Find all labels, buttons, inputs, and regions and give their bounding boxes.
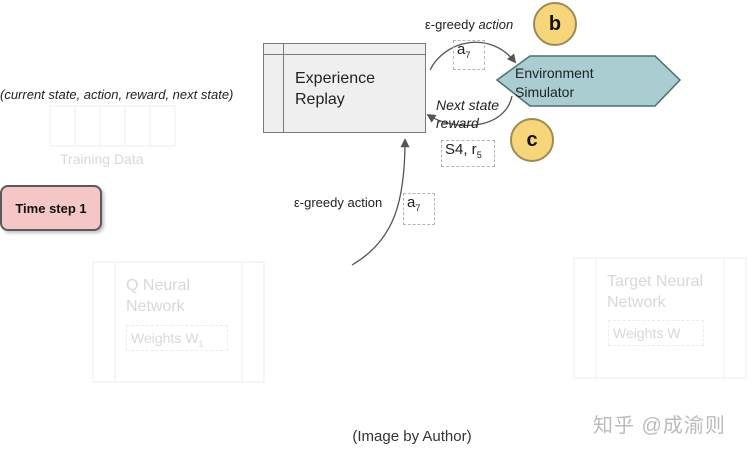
return-label-line2: reward	[436, 115, 479, 131]
badge-c: c	[510, 118, 554, 162]
bottom-arrow-label: ε-greedy action	[294, 195, 383, 210]
time-step-label: Time step 1	[0, 185, 102, 231]
target-network-line1: Target Neural	[607, 273, 704, 290]
image-caption: (Image by Author)	[352, 428, 472, 445]
q-network-line1: Q Neural	[126, 277, 191, 294]
bottom-action-value: a7	[403, 193, 435, 225]
environment-label-line1: Environment	[515, 65, 594, 81]
return-values: S4, r5	[441, 140, 495, 167]
watermark: 知乎 @成渝则	[593, 415, 726, 437]
top-action-symbol: a	[457, 41, 466, 58]
training-data-header: (current state, action, reward, next sta…	[0, 87, 234, 102]
top-action-value: a7	[453, 40, 485, 70]
return-arrow-label: Next state reward	[436, 96, 499, 132]
target-network-box	[573, 257, 747, 379]
replay-top-bar	[264, 44, 425, 55]
experience-replay-label: Experience Replay	[295, 68, 375, 110]
environment-label: Environment Simulator	[515, 64, 629, 102]
environment-shape	[495, 55, 682, 107]
top-action-subscript: 7	[465, 50, 471, 60]
target-network-line2: Network	[607, 294, 666, 311]
replay-label-line2: Replay	[295, 91, 345, 108]
bottom-action-symbol: a	[407, 194, 416, 211]
target-network-weights: Weights W	[608, 320, 704, 346]
q-weights-sub: 1	[198, 338, 204, 349]
bottom-arrow	[351, 138, 410, 266]
return-label-line1: Next state	[436, 97, 500, 113]
q-network-line2: Network	[126, 298, 185, 315]
bottom-action-subscript: 7	[415, 203, 421, 213]
top-arrow-label-italic: action	[478, 17, 514, 32]
q-network-weights: Weights W1	[126, 325, 228, 351]
top-arrow	[429, 41, 517, 71]
return-state: S4, r	[445, 141, 477, 158]
training-data-grid	[49, 105, 176, 147]
return-arrow	[426, 95, 513, 127]
environment-label-line2: Simulator	[515, 84, 575, 100]
q-network-box	[92, 261, 265, 383]
replay-left-bar	[264, 44, 284, 132]
replay-label-line1: Experience	[295, 70, 376, 87]
target-network-label: Target Neural Network	[607, 271, 703, 313]
return-subscript: 5	[476, 150, 482, 160]
top-arrow-label: ε-greedy action	[425, 17, 513, 32]
top-arrow-label-plain: ε-greedy	[425, 17, 475, 32]
badge-b: b	[533, 2, 577, 46]
q-weights-text: Weights W	[131, 330, 199, 346]
training-data-label: Training Data	[60, 151, 144, 167]
q-network-label: Q Neural Network	[126, 275, 190, 317]
experience-replay-box: Experience Replay	[263, 43, 426, 133]
